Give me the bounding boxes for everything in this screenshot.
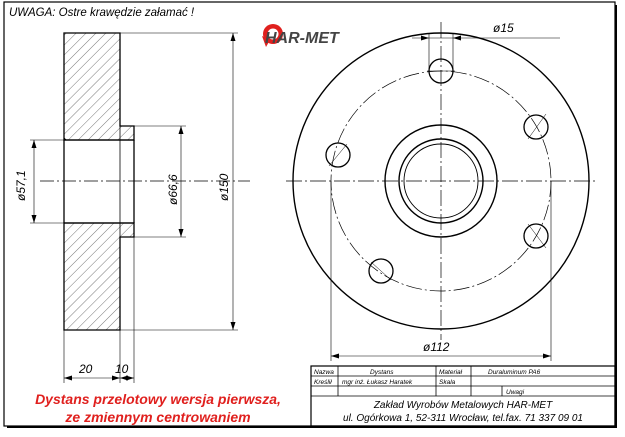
section-upper-wall	[63, 32, 135, 141]
dim-diameter-66: ø66,6	[166, 174, 180, 205]
logo-text: HAR-MET	[265, 30, 340, 47]
dim-diameter-57: ø57,1	[14, 170, 28, 201]
title-nazwa-value: Dystans	[370, 369, 394, 376]
part-description-line-2: ze zmiennym centrowaniem	[65, 409, 251, 425]
title-skala-label: Skala	[439, 379, 456, 386]
bolt-hole-left	[325, 142, 351, 168]
title-kreslil-value: mgr inż. Łukasz Haratek	[342, 379, 413, 386]
section-lower-wall	[63, 222, 135, 331]
dim-width-20: 20	[78, 362, 93, 376]
title-kreslil-label: Kreślił	[314, 379, 332, 386]
title-material-value: Duraluminum PA6	[488, 369, 541, 376]
title-company-address: ul. Ogórkowa 1, 52-311 Wrocław, tel.fax.…	[343, 413, 583, 424]
part-description-line-1: Dystans przelotowy wersja pierwsza,	[35, 391, 281, 407]
bolt-hole-lower-left	[368, 258, 394, 284]
hub-circle	[384, 124, 498, 238]
title-nazwa-label: Nazwa	[314, 369, 334, 376]
title-material-label: Materiał	[439, 369, 463, 376]
har-met-logo: HAR-MET	[262, 24, 340, 47]
front-view: ø15 ø112	[286, 21, 598, 361]
title-uwagi-label: Uwagi	[506, 389, 525, 396]
dim-bolt-circle-112: ø112	[423, 340, 450, 354]
title-block: Nazwa Dystans Materiał Duraluminum PA6 K…	[310, 365, 616, 427]
dim-width-10: 10	[115, 362, 129, 376]
bore-circle	[398, 138, 484, 224]
dim-diameter-150: ø150	[217, 173, 231, 201]
bore-inner-circle	[403, 143, 479, 219]
bolt-hole-lower-right	[523, 223, 549, 249]
edge-warning-note: UWAGA: Ostre krawędzie załamać !	[9, 7, 195, 19]
part-description: Dystans przelotowy wersja pierwsza, ze z…	[8, 390, 308, 426]
bolt-hole-upper-right	[523, 113, 549, 140]
section-view: ø57,1 ø66,6 ø150 20 10	[14, 32, 250, 383]
flange-outer-circle	[292, 32, 590, 330]
dim-hole-diameter-15: ø15	[493, 21, 514, 35]
title-company-name: Zakład Wyrobów Metalowych HAR-MET	[373, 400, 553, 411]
